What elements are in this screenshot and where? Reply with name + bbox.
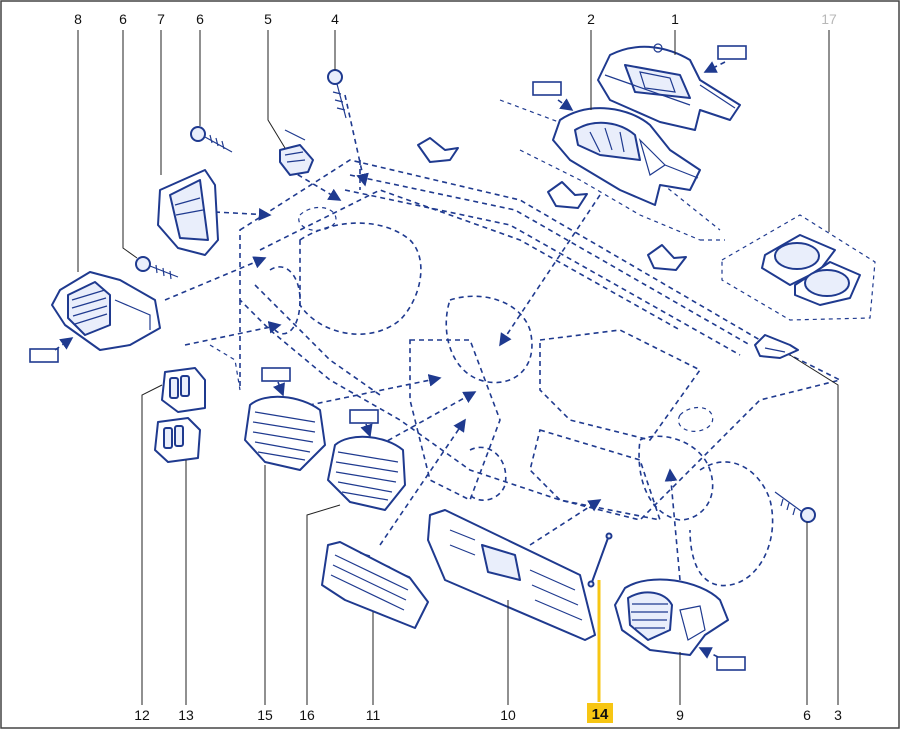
dashboard-outline bbox=[239, 99, 843, 587]
callout-2: 2 bbox=[587, 11, 595, 27]
part-16-tag-arrow bbox=[360, 423, 373, 438]
leader-lines bbox=[77, 30, 839, 705]
part-15-tag-arrow bbox=[273, 381, 285, 397]
part-1-tag-arrow bbox=[703, 61, 726, 73]
callout-6-bottom: 6 bbox=[803, 707, 811, 723]
part-5-switch bbox=[279, 129, 314, 176]
part-9-tag-arrow bbox=[698, 647, 719, 659]
part-1-instrument-cluster bbox=[597, 43, 741, 131]
part-15-center-vent bbox=[244, 395, 326, 471]
callout-14-highlight bbox=[587, 703, 613, 723]
callout-6-top-left: 6 bbox=[119, 11, 127, 27]
callout-14: 14 bbox=[592, 706, 609, 723]
callout-9: 9 bbox=[676, 707, 684, 723]
part-11-lower-panel bbox=[321, 541, 429, 629]
part-15-tag bbox=[261, 367, 291, 382]
callout-4: 4 bbox=[331, 11, 339, 27]
callout-11: 11 bbox=[366, 707, 381, 723]
part-14-strut bbox=[587, 532, 613, 588]
part-17-speaker-grilles bbox=[721, 214, 876, 321]
part-2-cluster-housing bbox=[552, 107, 701, 206]
part-6-screw-right bbox=[774, 491, 816, 523]
part-4-screw bbox=[327, 69, 347, 119]
part-16-center-vent bbox=[327, 435, 406, 511]
callout-5: 5 bbox=[264, 11, 272, 27]
part-1-tag bbox=[717, 45, 747, 60]
callout-7: 7 bbox=[157, 11, 165, 27]
part-7-side-cover bbox=[157, 169, 219, 256]
part-9-right-vent bbox=[614, 578, 729, 656]
part-8-side-vent bbox=[51, 271, 161, 351]
callout-16: 16 bbox=[299, 707, 315, 723]
assembly-arrows bbox=[164, 94, 725, 581]
part-8-tag bbox=[29, 348, 59, 363]
part-9-tag bbox=[716, 656, 746, 671]
callout-3: 3 bbox=[834, 707, 842, 723]
retaining-clips bbox=[417, 137, 687, 271]
part-2-tag bbox=[532, 81, 562, 96]
part-6-screw-left bbox=[135, 256, 179, 280]
part-6-screw-top bbox=[190, 126, 233, 153]
callout-1: 1 bbox=[671, 11, 679, 27]
part-10-glovebox bbox=[427, 509, 596, 641]
part-13-switch bbox=[154, 417, 201, 463]
callout-12: 12 bbox=[134, 707, 150, 723]
callout-15: 15 bbox=[257, 707, 273, 723]
callout-6-top: 6 bbox=[196, 11, 204, 27]
part-12-switch bbox=[161, 367, 206, 413]
callout-10: 10 bbox=[500, 707, 516, 723]
callout-17: 17 bbox=[821, 11, 837, 27]
callout-13: 13 bbox=[178, 707, 194, 723]
callout-8: 8 bbox=[74, 11, 82, 27]
part-16-tag bbox=[349, 409, 379, 424]
part-8-tag-arrow bbox=[54, 337, 74, 351]
part-2-tag-arrow bbox=[557, 98, 574, 111]
part-3-clip bbox=[754, 334, 799, 359]
